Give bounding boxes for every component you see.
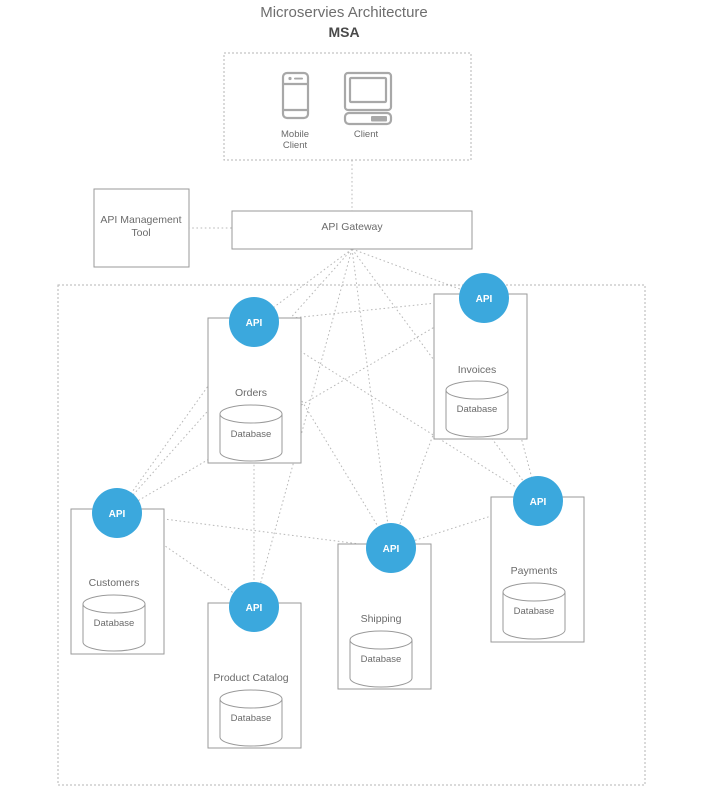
service-product-catalog-database-icon [219,689,283,747]
service-customers-api-label: API [109,509,126,520]
api-management-tool-box[interactable] [93,188,190,268]
service-orders-database-icon [219,404,283,462]
service-payments[interactable]: Payments Database API [490,476,585,643]
service-shipping-database-icon [349,630,413,688]
client-label-line1: Client [354,129,379,140]
client-zone: Mobile Client Client [223,52,472,161]
link-gateway-productcatalog [253,248,353,608]
service-orders[interactable]: Orders Database API [207,297,302,464]
service-shipping-api-badge[interactable]: API [366,523,416,573]
service-invoices-api-label: API [476,294,493,305]
service-payments-label: Payments [511,565,558,577]
service-customers[interactable]: Customers Database API [70,488,165,655]
service-customers-database-label: Database [94,618,135,629]
service-product-catalog[interactable]: Product Catalog Database API [207,582,302,749]
service-invoices[interactable]: Invoices Database API [433,273,528,440]
service-orders-label: Orders [235,387,267,399]
service-shipping[interactable]: Shipping Database API [337,523,432,690]
page-subtitle: MSA [328,24,359,40]
link-shipping-payments [390,500,539,549]
service-product-catalog-label: Product Catalog [213,672,288,684]
mobile-client-label-line1: Mobile [281,129,309,140]
service-invoices-database-icon [445,380,509,438]
service-shipping-label: Shipping [361,613,402,625]
service-shipping-database-label: Database [361,654,402,665]
api-management-tool-label-line1: API Management [100,214,181,226]
service-payments-database-icon [502,582,566,640]
service-product-catalog-api-badge[interactable]: API [229,582,279,632]
service-product-catalog-database-label: Database [231,713,272,724]
api-management-tool[interactable]: API Management Tool [93,188,190,268]
service-shipping-api-label: API [383,544,400,555]
service-payments-api-badge[interactable]: API [513,476,563,526]
service-payments-database-label: Database [514,606,555,617]
service-customers-label: Customers [89,577,140,589]
api-gateway[interactable]: API Gateway [231,210,473,250]
service-product-catalog-api-label: API [246,603,263,614]
service-customers-database-icon [82,594,146,652]
desktop-computer-icon [343,71,393,126]
mobile-phone-icon [281,71,310,120]
service-payments-api-label: API [530,497,547,508]
service-invoices-database-label: Database [457,404,498,415]
service-invoices-label: Invoices [458,364,497,376]
service-orders-api-label: API [246,318,263,329]
service-orders-database-label: Database [231,429,272,440]
service-orders-api-badge[interactable]: API [229,297,279,347]
microservices-zone-border [57,284,646,786]
mobile-client-label-line2: Client [283,140,308,151]
page-title: Microservies Architecture [260,4,428,21]
service-customers-api-badge[interactable]: API [92,488,142,538]
client-zone-border [223,52,472,161]
api-gateway-box[interactable] [231,210,473,250]
api-gateway-label: API Gateway [321,221,383,233]
service-invoices-api-badge[interactable]: API [459,273,509,323]
api-management-tool-label-line2: Tool [131,227,150,239]
